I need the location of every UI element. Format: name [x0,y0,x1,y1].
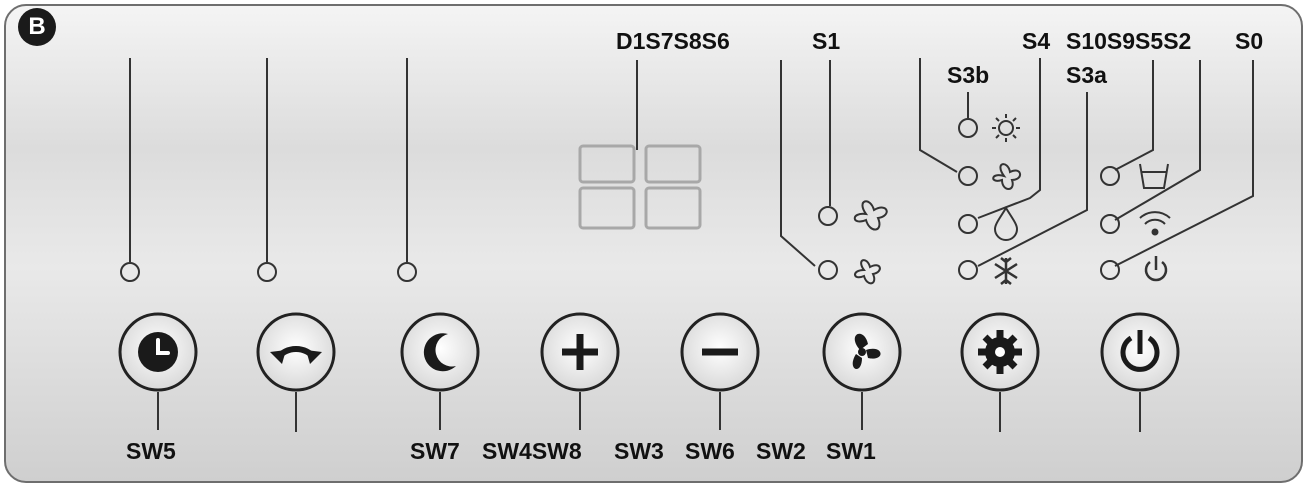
led-dry [958,214,978,234]
fan-low-icon [854,259,881,285]
standby-power-icon [1144,256,1168,282]
leader-tank [1114,60,1154,171]
control-panel [4,4,1303,483]
label-s10-s9-s5-s2: S10S9S5S2 [1066,28,1192,54]
leader-standby [1114,60,1254,267]
led-cool [958,260,978,280]
led-heat [958,118,978,138]
sleep-button[interactable] [400,312,480,392]
led-fan-high [818,206,838,226]
label-sw7: SW7 [410,438,460,464]
water-tank-icon [1139,163,1169,189]
plus-icon [562,334,598,370]
fan-mode-icon [992,163,1021,190]
leader-lines [129,58,1254,432]
led-wifi [1100,214,1120,234]
seven-segment-display [578,144,702,230]
fan-high-icon [853,200,888,231]
digit-1 [578,144,636,230]
label-sw4-sw8: SW4SW8 [482,438,582,464]
label-s4: S4 [1022,28,1051,54]
label-sw3: SW3 [614,438,664,464]
plus-button[interactable] [540,312,620,392]
label-sw5: SW5 [126,438,176,464]
clock-icon [138,332,178,372]
power-icon [1120,330,1160,372]
label-s3a: S3a [1066,62,1107,88]
display-value: 88 [640,199,642,201]
led-timer [120,262,140,282]
leader-dry [977,58,1041,219]
fan-speed-button[interactable] [822,312,902,392]
led-tank [1100,166,1120,186]
minus-button[interactable] [680,312,760,392]
dry-drop-icon [993,206,1019,241]
led-sleep [397,262,417,282]
label-s3b: S3b [947,62,990,88]
led-fan-low [818,260,838,280]
label-s1: S1 [812,28,841,54]
heat-sun-icon [992,114,1020,142]
label-d1-s7-s8-s6: D1S7S8S6 [616,28,730,54]
moon-icon [423,333,456,372]
wifi-icon [1139,211,1171,236]
label-s0: S0 [1235,28,1264,54]
leader-cool [977,92,1088,267]
cool-snowflake-icon [994,257,1018,285]
mode-button[interactable] [960,312,1040,392]
swing-button[interactable] [256,312,336,392]
leader-fan-low [780,60,816,267]
digit-2 [644,144,702,230]
label-sw2: SW2 [756,438,806,464]
label-sw1: SW1 [826,438,876,464]
leader-fan-mode [919,58,958,173]
label-sw6: SW6 [685,438,735,464]
swing-arrow-icon [270,346,322,364]
led-swing [257,262,277,282]
timer-button[interactable] [118,312,198,392]
fan-icon [852,333,881,370]
gear-icon [978,330,1022,374]
led-fan-mode [958,166,978,186]
leader-wifi [1114,60,1201,221]
power-button[interactable] [1100,312,1180,392]
panel-badge: B [18,8,56,46]
led-standby [1100,260,1120,280]
